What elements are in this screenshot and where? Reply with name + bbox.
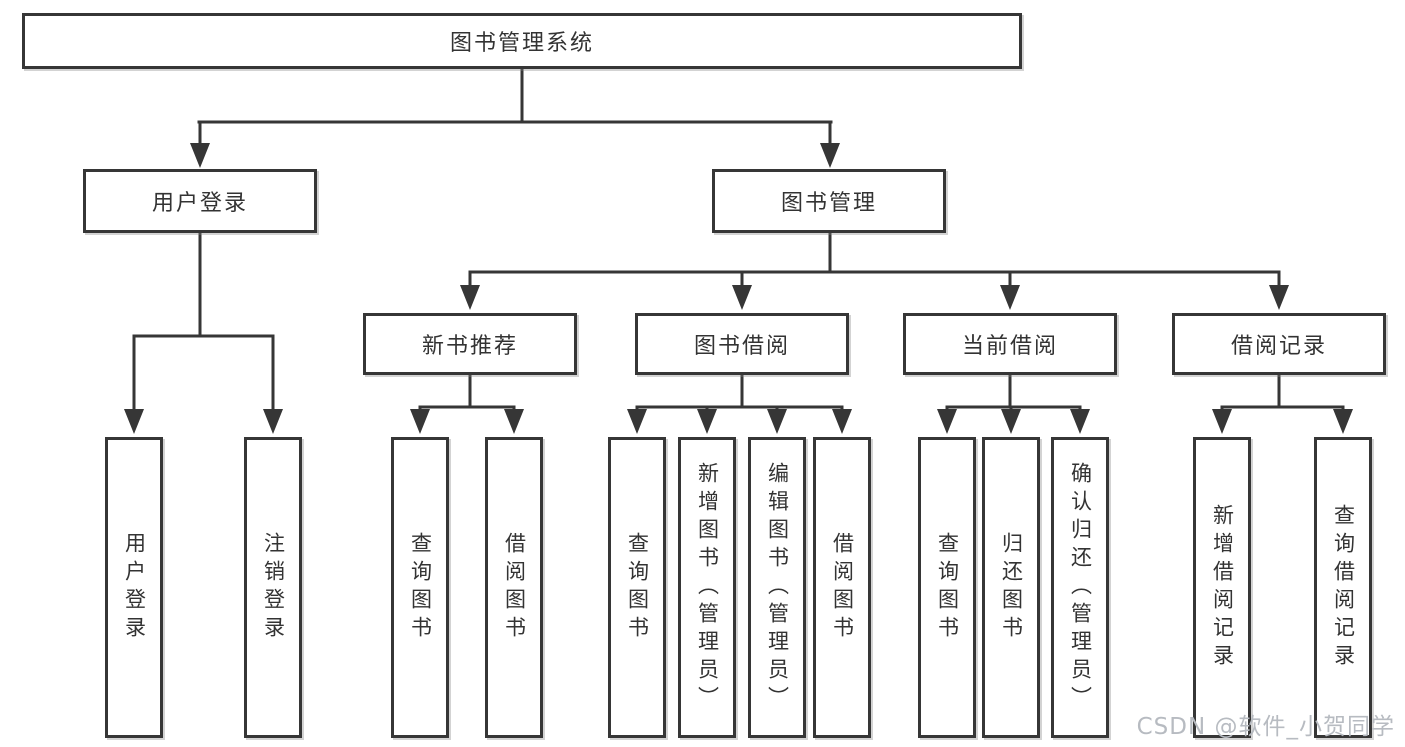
arrow-icon bbox=[832, 409, 852, 434]
arrow-icon bbox=[190, 143, 210, 168]
arrow-icon bbox=[460, 285, 480, 310]
leaf-query-book-newbooks: 查询图书 bbox=[391, 437, 449, 738]
leaf-borrow-book-newbooks: 借阅图书 bbox=[485, 437, 543, 738]
edge-book-borrow-children bbox=[635, 373, 844, 414]
edge-new-books-children bbox=[418, 373, 516, 414]
arrow-icon bbox=[767, 409, 787, 434]
arrow-icon bbox=[697, 409, 717, 434]
leaf-query-book-borrow: 查询图书 bbox=[608, 437, 666, 738]
arrowheads bbox=[124, 143, 1353, 434]
arrow-icon bbox=[1269, 285, 1289, 310]
leaf-add-borrow-record: 新增借阅记录 bbox=[1193, 437, 1251, 738]
arrow-icon bbox=[124, 409, 144, 434]
node-current-borrow: 当前借阅 bbox=[903, 313, 1117, 375]
leaf-query-borrow-record: 查询借阅记录 bbox=[1314, 437, 1372, 738]
node-new-book-recommend: 新书推荐 bbox=[363, 313, 577, 375]
arrow-icon bbox=[1333, 409, 1353, 434]
node-borrow-records: 借阅记录 bbox=[1172, 313, 1386, 375]
arrow-icon bbox=[263, 409, 283, 434]
edge-book-mgmt-children bbox=[468, 231, 1281, 289]
leaf-edit-book-admin: 编辑图书（管理员） bbox=[748, 437, 806, 738]
edge-records-children bbox=[1220, 373, 1345, 414]
csdn-watermark: CSDN @软件_小贺同学 bbox=[1136, 714, 1395, 740]
node-book-management: 图书管理 bbox=[712, 169, 946, 233]
leaf-query-book-current: 查询图书 bbox=[918, 437, 976, 738]
arrow-icon bbox=[1212, 409, 1232, 434]
arrow-icon bbox=[504, 409, 524, 434]
leaf-add-book-admin: 新增图书（管理员） bbox=[678, 437, 736, 738]
leaf-borrow-book: 借阅图书 bbox=[813, 437, 871, 738]
edge-user-login-children bbox=[132, 231, 275, 413]
leaf-return-book: 归还图书 bbox=[982, 437, 1040, 738]
arrow-icon bbox=[820, 143, 840, 168]
edge-root-to-level2 bbox=[197, 67, 833, 148]
node-book-borrow: 图书借阅 bbox=[635, 313, 849, 375]
leaf-user-login: 用户登录 bbox=[105, 437, 163, 738]
arrow-icon bbox=[732, 285, 752, 310]
node-library-management-system: 图书管理系统 bbox=[22, 13, 1022, 69]
arrow-icon bbox=[627, 409, 647, 434]
arrow-icon bbox=[410, 409, 430, 434]
edge-current-borrow-children bbox=[945, 373, 1082, 414]
node-user-login: 用户登录 bbox=[83, 169, 317, 233]
leaf-confirm-return-admin: 确认归还（管理员） bbox=[1051, 437, 1109, 738]
arrow-icon bbox=[1000, 285, 1020, 310]
leaf-logout: 注销登录 bbox=[244, 437, 302, 738]
arrow-icon bbox=[937, 409, 957, 434]
arrow-icon bbox=[1070, 409, 1090, 434]
arrow-icon bbox=[1001, 409, 1021, 434]
